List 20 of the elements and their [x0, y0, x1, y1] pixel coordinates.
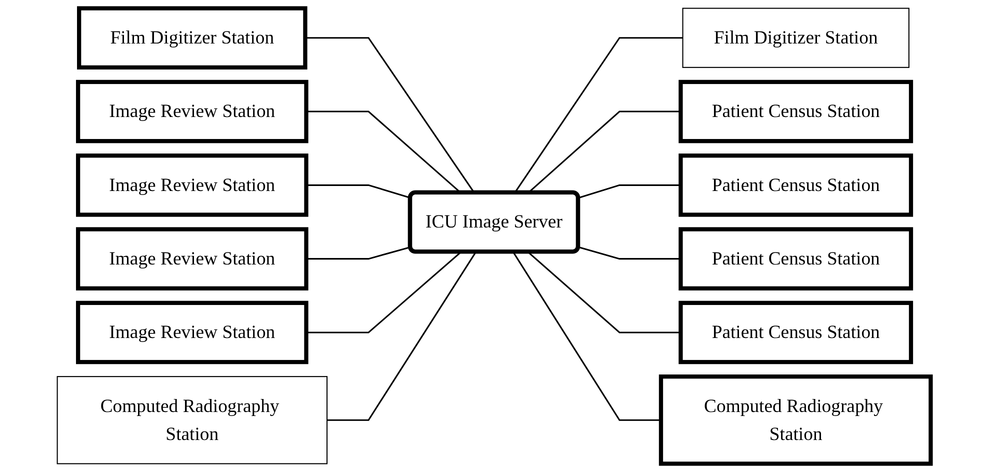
- node-box: Film Digitizer Station: [682, 8, 909, 68]
- node-box: Patient Census Station: [678, 154, 913, 217]
- connector: [512, 252, 660, 421]
- connector: [578, 184, 680, 199]
- connector: [527, 252, 680, 334]
- node-box: Patient Census Station: [678, 227, 913, 290]
- connector: [306, 252, 461, 334]
- node-box: Image Review Station: [75, 300, 308, 364]
- connector: [306, 184, 410, 199]
- connector: [306, 246, 410, 260]
- node-box: Image Review Station: [75, 227, 308, 290]
- node-box: Image Review Station: [75, 154, 308, 217]
- node-box: Patient Census Station: [678, 300, 913, 364]
- node-box: Patient Census Station: [678, 80, 913, 144]
- connector: [326, 252, 476, 421]
- node-box: Image Review Station: [75, 80, 308, 144]
- connector: [578, 246, 680, 260]
- node-box: Film Digitizer Station: [76, 6, 307, 70]
- node-box: Computed Radiography Station: [658, 374, 932, 466]
- node-box: Computed Radiography Station: [56, 376, 328, 464]
